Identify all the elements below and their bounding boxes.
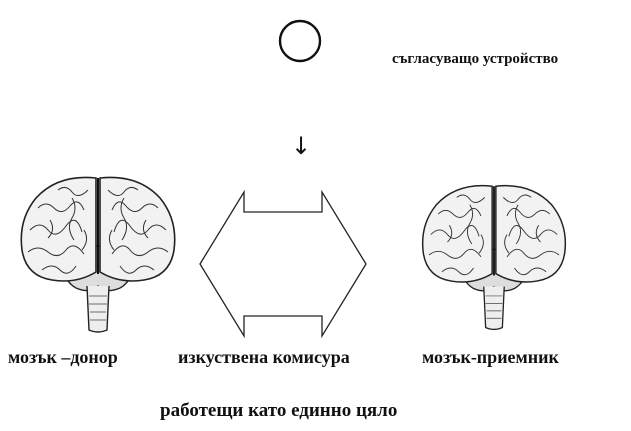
device-circle-icon — [280, 21, 320, 61]
donor-brain-icon — [21, 177, 174, 332]
unit-caption: работещи като единно цяло — [160, 400, 397, 422]
down-arrow-icon: ↓ — [291, 132, 311, 160]
recipient-brain-icon — [423, 186, 566, 330]
donor-brain-label: мозък –донор — [8, 347, 118, 368]
recipient-brain-label: мозък-приемник — [422, 347, 559, 368]
double-headed-arrow-icon — [200, 192, 366, 336]
commissure-label: изкуствена комисура — [178, 347, 350, 368]
device-label: съгласуващо устройство — [392, 51, 558, 68]
